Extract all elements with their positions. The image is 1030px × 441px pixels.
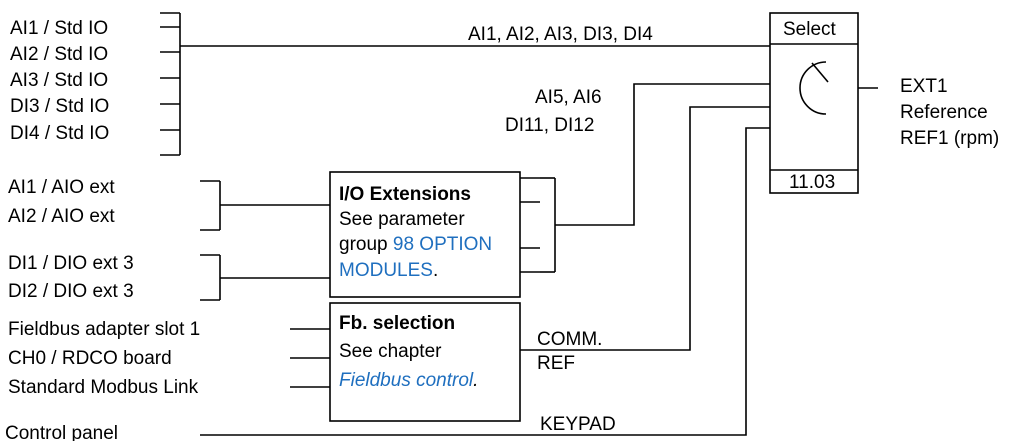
output-labels: EXT1 Reference REF1 (rpm) [900,76,999,149]
io-box-text2: group 98 OPTION [339,234,492,255]
fb-input-modbus: Standard Modbus Link [8,377,199,398]
control-panel-label: Control panel [5,423,118,441]
fb-selection-box: Fb. selection See chapter Fieldbus contr… [329,302,521,422]
ext-input-ai1: AI1 / AIO ext [8,177,115,198]
ext-input-ai2: AI2 / AIO ext [8,206,115,227]
std-io-input-ai2: AI2 / Std IO [10,44,108,65]
selector-switch-icon [799,61,827,115]
fb-box-text1: See chapter [339,341,442,362]
ext-bus-label-di: DI11, DI12 [505,115,594,136]
comm-ref-label-2: REF [537,353,575,374]
std-io-inputs: AI1 / Std IO AI2 / Std IO AI3 / Std IO D… [10,18,109,144]
fb-box-title: Fb. selection [339,313,455,334]
fb-box-link: Fieldbus control [339,370,474,391]
std-io-input-di3: DI3 / Std IO [10,96,109,117]
selector-switch-needle [811,62,829,83]
keypad-label: KEYPAD [540,414,616,435]
io-box-text1: See parameter [339,209,465,230]
io-box-title: I/O Extensions [339,184,471,205]
select-box-title: Select [783,19,837,40]
ext-input-connectors [200,180,330,301]
fieldbus-inputs: Fieldbus adapter slot 1 CH0 / RDCO board… [8,319,330,398]
io-extensions-box: I/O Extensions See parameter group 98 OP… [329,171,521,298]
io-box-output-connector [520,83,770,273]
fb-input-adapter-slot: Fieldbus adapter slot 1 [8,319,200,340]
keypad-line [200,127,770,436]
output-reference: Reference [900,102,988,123]
std-io-input-di4: DI4 / Std IO [10,123,109,144]
fb-input-ch0: CH0 / RDCO board [8,348,172,369]
comm-ref-line [520,106,770,351]
ext-inputs: AI1 / AIO ext AI2 / AIO ext DI1 / DIO ex… [8,177,134,302]
select-box: Select 11.03 [769,12,859,194]
io-box-text3: MODULES. [339,260,438,281]
std-io-bus-connector [160,12,770,156]
comm-ref-label-1: COMM. [537,329,602,350]
ext-input-di2: DI2 / DIO ext 3 [8,281,134,302]
io-box-link-modules: MODULES [339,260,433,281]
output-ext1: EXT1 [900,76,948,97]
ext-bus-label-ai: AI5, AI6 [535,87,602,108]
std-io-input-ai1: AI1 / Std IO [10,18,108,39]
std-io-input-ai3: AI3 / Std IO [10,70,108,91]
fb-box-text2: Fieldbus control. [339,370,478,391]
std-io-bus-label: AI1, AI2, AI3, DI3, DI4 [468,24,653,45]
select-box-parameter: 11.03 [789,172,835,193]
ext-input-di1: DI1 / DIO ext 3 [8,253,134,274]
io-box-link-option: 98 OPTION [393,234,492,255]
output-ref1: REF1 (rpm) [900,128,999,149]
